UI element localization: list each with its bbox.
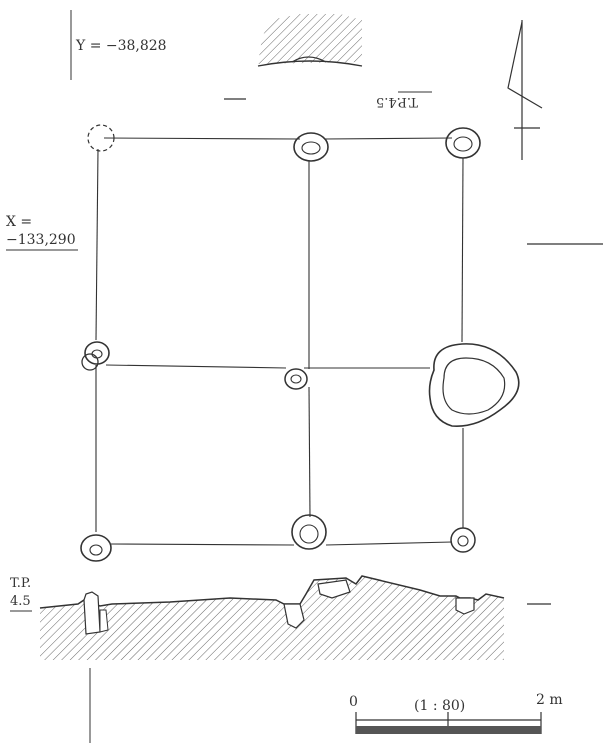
post-hole <box>284 368 308 390</box>
x-coordinate-label-line2: −133,290 <box>6 232 76 248</box>
scale-start-label: 0 <box>349 694 358 710</box>
post-hole <box>293 132 329 162</box>
y-coordinate-label: Y = −38,828 <box>76 38 167 54</box>
post-hole <box>80 534 112 562</box>
x-coordinate-label-line1: X = <box>6 214 33 230</box>
scale-ratio-label: (1 : 80) <box>414 698 466 714</box>
post-hole-missing <box>87 124 115 152</box>
post-hole <box>450 527 476 553</box>
north-arrow-icon <box>507 20 543 160</box>
cross-section <box>39 575 505 660</box>
top-section-sketch <box>257 14 363 67</box>
structure-grid <box>95 137 464 546</box>
scale-bar <box>355 712 542 734</box>
section-benchmark-label-line2: 4.5 <box>10 594 31 609</box>
post-hole <box>291 514 327 550</box>
section-benchmark-label-line1: T.P. <box>10 576 32 591</box>
post-hole <box>81 341 110 371</box>
post-hole-large <box>428 343 520 427</box>
post-hole <box>445 127 481 159</box>
benchmark-label-inverted: T.P.4.5 <box>376 94 418 109</box>
scale-end-label: 2 m <box>536 692 563 708</box>
